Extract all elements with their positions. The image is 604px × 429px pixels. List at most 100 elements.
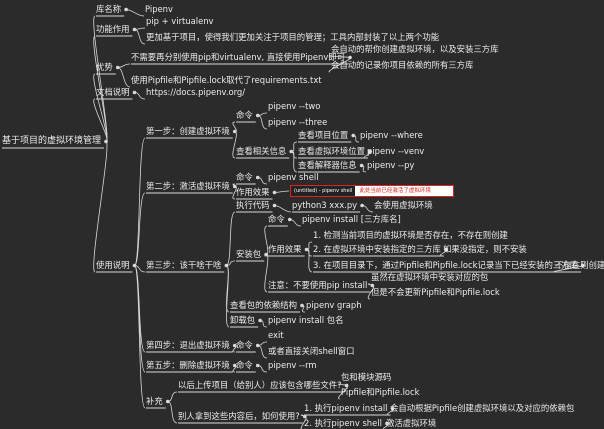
topic-advantage-1b[interactable]: 会自动的记录你项目依赖的所有三方库 xyxy=(331,60,474,70)
topic-step3[interactable]: 第三步：该干啥干啥 xyxy=(146,260,222,270)
topic-advantage[interactable]: 优势 xyxy=(96,62,113,72)
topic-step1-two[interactable]: pipenv --two xyxy=(268,101,321,111)
topic-step3-python[interactable]: python3 xxx.py xyxy=(292,200,358,210)
branch-connector xyxy=(134,192,146,266)
branch-connector xyxy=(232,186,237,200)
branch-connector xyxy=(274,190,290,193)
branch-connector xyxy=(382,423,389,429)
topic-step5-command[interactable]: 命令 xyxy=(236,360,253,370)
branch-connector xyxy=(264,254,269,293)
topic-step2-effect[interactable]: 作用效果 xyxy=(236,187,270,197)
branch-connector xyxy=(264,225,269,255)
topic-name[interactable]: 库名称 xyxy=(96,4,122,14)
branch-connector xyxy=(364,151,372,159)
topic-install-effect-2-note[interactable]: 如果没指定，则不安装 xyxy=(443,244,527,254)
topic-function[interactable]: 功能作用 xyxy=(96,24,130,34)
topic-step1-py[interactable]: pipenv --py xyxy=(367,160,415,170)
topic-install-command-value[interactable]: pipenv install [三方库名] xyxy=(302,214,401,224)
topic-install-effect-3[interactable]: 3. 在项目目录下，通过Pipfile和Pipfile.lock记录当下已经安装… xyxy=(313,260,578,270)
branch-connector xyxy=(353,135,360,143)
topic-supplement-q2a-note[interactable]: 会自动根据Pipfile创建虚拟环境以及对应的依赖包 xyxy=(390,403,575,413)
topic-step1-where-label[interactable]: 查看项目位置 xyxy=(298,130,349,140)
branch-connector xyxy=(301,305,306,313)
topic-step3-python-note[interactable]: 会使用虚拟环境 xyxy=(374,200,433,210)
branch-connector xyxy=(386,408,395,416)
topic-install-command[interactable]: 命令 xyxy=(268,214,285,224)
topic-step4-close[interactable]: 或者直接关闭shell窗口 xyxy=(268,346,355,356)
topic-docs-url[interactable]: https://docs.pipenv.org/ xyxy=(146,87,246,97)
topic-install-effect-3-note[interactable]: 不存在则创建 xyxy=(555,260,604,270)
topic-step1-venv[interactable]: pipenv --venv xyxy=(367,146,425,156)
branch-connector xyxy=(553,265,584,273)
branch-connector xyxy=(134,137,146,266)
branch-connector xyxy=(440,249,448,257)
topic-step2-command[interactable]: 命令 xyxy=(236,172,253,182)
branch-connector xyxy=(338,385,349,400)
topic-supplement[interactable]: 补充 xyxy=(146,396,163,406)
topic-name-value[interactable]: Pipenv xyxy=(145,4,173,14)
topic-supplement-q2b-note[interactable]: 激活虚拟环境 xyxy=(386,418,437,428)
branch-connector xyxy=(328,57,352,73)
topic-advantage-1a[interactable]: 会自动的帮你创建虚拟环境，以及安装三方库 xyxy=(331,44,499,54)
topic-step5[interactable]: 第五步：删除虚拟环境 xyxy=(146,360,230,370)
topic-uninstall-label[interactable]: 卸载包 xyxy=(230,315,256,325)
branch-connector xyxy=(117,67,131,88)
branch-connector xyxy=(225,265,230,328)
topic-step3-install[interactable]: 安装包 xyxy=(236,249,262,259)
topic-step1-venv-label[interactable]: 查看虚拟环境位置 xyxy=(298,146,365,156)
topic-supplement-q2b[interactable]: 2. 执行pipenv shell xyxy=(304,418,382,428)
topic-docs[interactable]: 文档说明 xyxy=(96,87,130,97)
topic-install-warning[interactable]: 注意：不要使用pip install xyxy=(268,280,368,290)
branch-connector xyxy=(257,177,268,185)
topic-function-2[interactable]: 更加基于项目，使得我们更加关注于项目的管理；工具内部封装了以上两个功能 xyxy=(146,32,440,42)
branch-connector xyxy=(232,131,237,159)
topic-step5-rm[interactable]: pipenv --rm xyxy=(268,360,317,370)
branch-connector xyxy=(134,265,146,409)
branch-connector xyxy=(232,121,237,132)
branch-connector xyxy=(257,115,268,130)
branch-connector xyxy=(232,345,237,353)
topic-supplement-q1[interactable]: 以后上传项目（给别人）应该包含哪些文件? xyxy=(178,380,342,390)
topic-install-warning-2[interactable]: 但是不会更新Pipfile和Pipfile.lock xyxy=(371,287,500,297)
topic-step1-info[interactable]: 查看相关信息 xyxy=(236,146,287,156)
topic-step2-shell[interactable]: pipenv shell xyxy=(268,172,319,182)
topic-step4-command[interactable]: 命令 xyxy=(236,340,253,350)
topic-supplement-q2[interactable]: 别人拿到这些内容后，如何使用? xyxy=(178,411,300,421)
branch-connector xyxy=(134,265,146,273)
branch-connector xyxy=(361,165,367,173)
root-topic[interactable]: 基于项目的虚拟环境管理 xyxy=(2,136,102,146)
branch-connector xyxy=(260,320,268,328)
branch-connector xyxy=(291,151,298,173)
topic-uninstall[interactable]: pipenv install 包名 xyxy=(268,315,344,325)
branch-connector xyxy=(274,205,292,213)
branch-connector xyxy=(257,112,268,116)
topic-usage[interactable]: 使用说明 xyxy=(96,260,130,270)
topic-function-1[interactable]: pip + virtualenv xyxy=(146,16,214,26)
topic-step4-exit[interactable]: exit xyxy=(268,330,284,340)
branch-connector xyxy=(117,63,131,68)
topic-step1-command[interactable]: 命令 xyxy=(236,110,253,120)
topic-step1-three[interactable]: pipenv --three xyxy=(268,117,328,127)
topic-graph[interactable]: pipenv graph xyxy=(306,300,362,310)
topic-supplement-q1b[interactable]: Pipfile和Pipfile.lock xyxy=(341,387,420,397)
branch-connector xyxy=(167,391,178,402)
branch-connector xyxy=(257,345,268,359)
topic-supplement-q1a[interactable]: 包和模块源码 xyxy=(341,372,392,382)
branch-connector xyxy=(257,365,268,373)
topic-graph-label[interactable]: 查看包的依赖结构 xyxy=(230,300,297,310)
topic-install-effect[interactable]: 作用效果 xyxy=(268,244,302,254)
topic-install-effect-1[interactable]: 1. 检测当前项目的虚拟环境是否存在，不存在则创建 xyxy=(313,230,508,240)
topic-step1-py-label[interactable]: 查看解释器信息 xyxy=(298,160,357,170)
topic-install-effect-2[interactable]: 2. 在虚拟环境中安装指定的三方库 xyxy=(313,244,441,254)
topic-advantage-1[interactable]: 不需要再分别使用pip和virtualenv, 直接使用Pipenv即可 xyxy=(131,52,346,62)
topic-step4[interactable]: 第四步：退出虚拟环境 xyxy=(146,340,230,350)
terminal-title-text: (untitled) - pipenv shell xyxy=(291,186,356,196)
topic-advantage-2[interactable]: 使用Pipfile和Pipfile.lock取代了requirements.tx… xyxy=(131,75,322,85)
topic-supplement-q2a[interactable]: 1. 执行pipenv install xyxy=(304,403,388,413)
branch-connector xyxy=(306,249,313,273)
topic-step3-exec[interactable]: 执行代码 xyxy=(236,200,270,210)
topic-step1-where[interactable]: pipenv --where xyxy=(360,130,423,140)
topic-step1[interactable]: 第一步：创建虚拟环境 xyxy=(146,126,230,136)
topic-step2[interactable]: 第二步：激活虚拟环境 xyxy=(146,181,230,191)
topic-install-warning-1[interactable]: 虽然在虚拟环境中安装对应的包 xyxy=(371,272,489,282)
